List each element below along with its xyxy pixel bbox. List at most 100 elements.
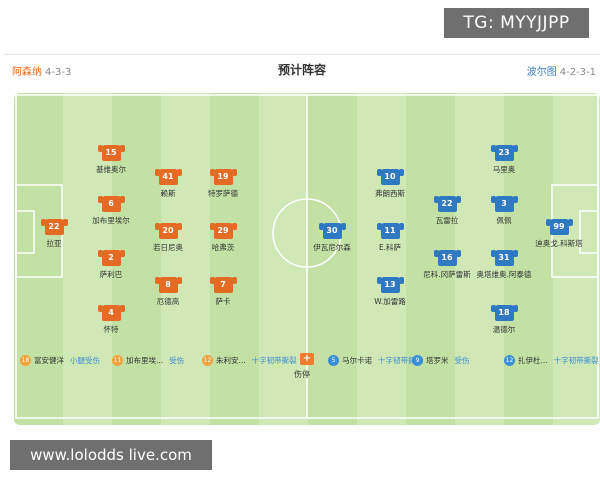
absence-player-name: 塔罗米	[426, 356, 449, 365]
player-away[interactable]: 23 马里奥	[469, 145, 539, 179]
player-name: 基维奥尔	[96, 165, 126, 174]
home-formation: 4-3-3	[45, 67, 72, 78]
player-shirt: 10	[376, 169, 404, 185]
player-away[interactable]: 11 E.科萨	[355, 223, 425, 257]
player-name: 萨卡	[215, 297, 231, 306]
injury-label: 伤停	[294, 370, 310, 379]
away-goal-box	[579, 210, 599, 254]
player-shirt: 2	[97, 250, 125, 266]
player-shirt: 22	[433, 196, 461, 212]
player-shirt: 7	[209, 277, 237, 293]
player-name: 伊瓦尼尔森	[313, 243, 351, 252]
absence-reason: 小腿受伤	[70, 356, 100, 365]
player-home[interactable]: 8 厄德高	[133, 277, 203, 311]
player-name: 怀特	[103, 325, 119, 334]
player-home[interactable]: 19 特罗萨德	[188, 169, 258, 203]
player-shirt: 23	[490, 145, 518, 161]
absence-number-badge: 12	[202, 355, 213, 366]
absence-player-name: 富安健洋	[34, 356, 64, 365]
player-home[interactable]: 20 若日尼奥	[133, 223, 203, 257]
player-name: W.加雷路	[374, 297, 406, 306]
player-shirt: 8	[154, 277, 182, 293]
player-home[interactable]: 4 怀特	[76, 305, 146, 339]
telegram-watermark: TG: MYYJJPP	[444, 8, 589, 38]
absence-reason: 十字韧带撕裂	[553, 356, 599, 365]
absence-player-name: 马尔卡诺	[342, 356, 372, 365]
player-shirt: 13	[376, 277, 404, 293]
absence-number-badge: 12	[504, 355, 515, 366]
player-shirt: 15	[97, 145, 125, 161]
website-watermark: www.lolodds live.com	[10, 440, 212, 470]
player-shirt: 30	[318, 223, 346, 239]
player-shirt: 41	[154, 169, 182, 185]
player-shirt: 22	[40, 219, 68, 235]
player-shirt: 19	[209, 169, 237, 185]
player-name: E.科萨	[378, 243, 402, 252]
pitch-stripe	[210, 93, 259, 425]
player-name: 厄德高	[156, 297, 180, 306]
player-away[interactable]: 30 伊瓦尼尔森	[297, 223, 367, 257]
player-away[interactable]: 3 佩佩	[469, 196, 539, 230]
player-shirt: 11	[376, 223, 404, 239]
player-name: 佩佩	[496, 216, 512, 225]
player-name: 拉亚	[46, 239, 62, 248]
player-home[interactable]: 7 萨卡	[188, 277, 258, 311]
player-away[interactable]: 31 奥塔维奥.阿泰德	[469, 250, 539, 284]
player-away[interactable]: 18 温德尔	[469, 305, 539, 339]
page-title: 预计阵容	[277, 63, 326, 77]
player-away[interactable]: 22 瓦雷拉	[412, 196, 482, 230]
player-away[interactable]: 16 尼科.冈萨雷斯	[412, 250, 482, 284]
absence-reason: 十字韧带撕裂	[251, 356, 297, 365]
player-away[interactable]: 10 弗朗西斯	[355, 169, 425, 203]
player-name: 若日尼奥	[153, 243, 183, 252]
absence-number-badge: 9	[412, 355, 423, 366]
home-team-name: 阿森纳	[12, 67, 42, 78]
away-team-name: 波尔图	[526, 67, 557, 78]
absence-player-name: 加布里埃...	[126, 356, 164, 365]
player-shirt: 99	[545, 219, 573, 235]
player-home[interactable]: 22 拉亚	[19, 219, 89, 253]
player-name: 哈弗茨	[211, 243, 235, 252]
home-goal-box	[15, 210, 35, 254]
away-formation: 4-2-3-1	[559, 67, 596, 78]
player-home[interactable]: 29 哈弗茨	[188, 223, 258, 257]
player-shirt: 18	[490, 305, 518, 321]
player-away[interactable]: 99 迪奥戈.科斯塔	[524, 219, 594, 253]
player-home[interactable]: 41 赖斯	[133, 169, 203, 203]
player-name: 加布里埃尔	[92, 216, 130, 225]
player-shirt: 6	[97, 196, 125, 212]
player-home[interactable]: 2 萨利巴	[76, 250, 146, 284]
absence-number-badge: 5	[328, 355, 339, 366]
player-shirt: 16	[433, 250, 461, 266]
absence-number-badge: 18	[20, 355, 31, 366]
player-home[interactable]: 15 基维奥尔	[76, 145, 146, 179]
top-bar: TG: MYYJJPP	[0, 0, 600, 52]
absence-reason: 受伤	[169, 356, 185, 365]
player-shirt: 31	[490, 250, 518, 266]
absence-reason: 受伤	[454, 356, 470, 365]
player-name: 温德尔	[492, 325, 516, 334]
player-name: 迪奥戈.科斯塔	[535, 239, 583, 248]
player-name: 弗朗西斯	[375, 189, 405, 198]
pitch-stripe	[308, 93, 357, 425]
player-name: 尼科.冈萨雷斯	[423, 270, 471, 279]
player-shirt: 20	[154, 223, 182, 239]
pitch-stripe	[14, 93, 63, 425]
player-name: 瓦雷拉	[435, 216, 459, 225]
absence-player-name: 朱利安...	[216, 356, 246, 365]
player-home[interactable]: 6 加布里埃尔	[76, 196, 146, 230]
player-away[interactable]: 13 W.加雷路	[355, 277, 425, 311]
player-shirt: 4	[97, 305, 125, 321]
absence-number-badge: 11	[112, 355, 123, 366]
